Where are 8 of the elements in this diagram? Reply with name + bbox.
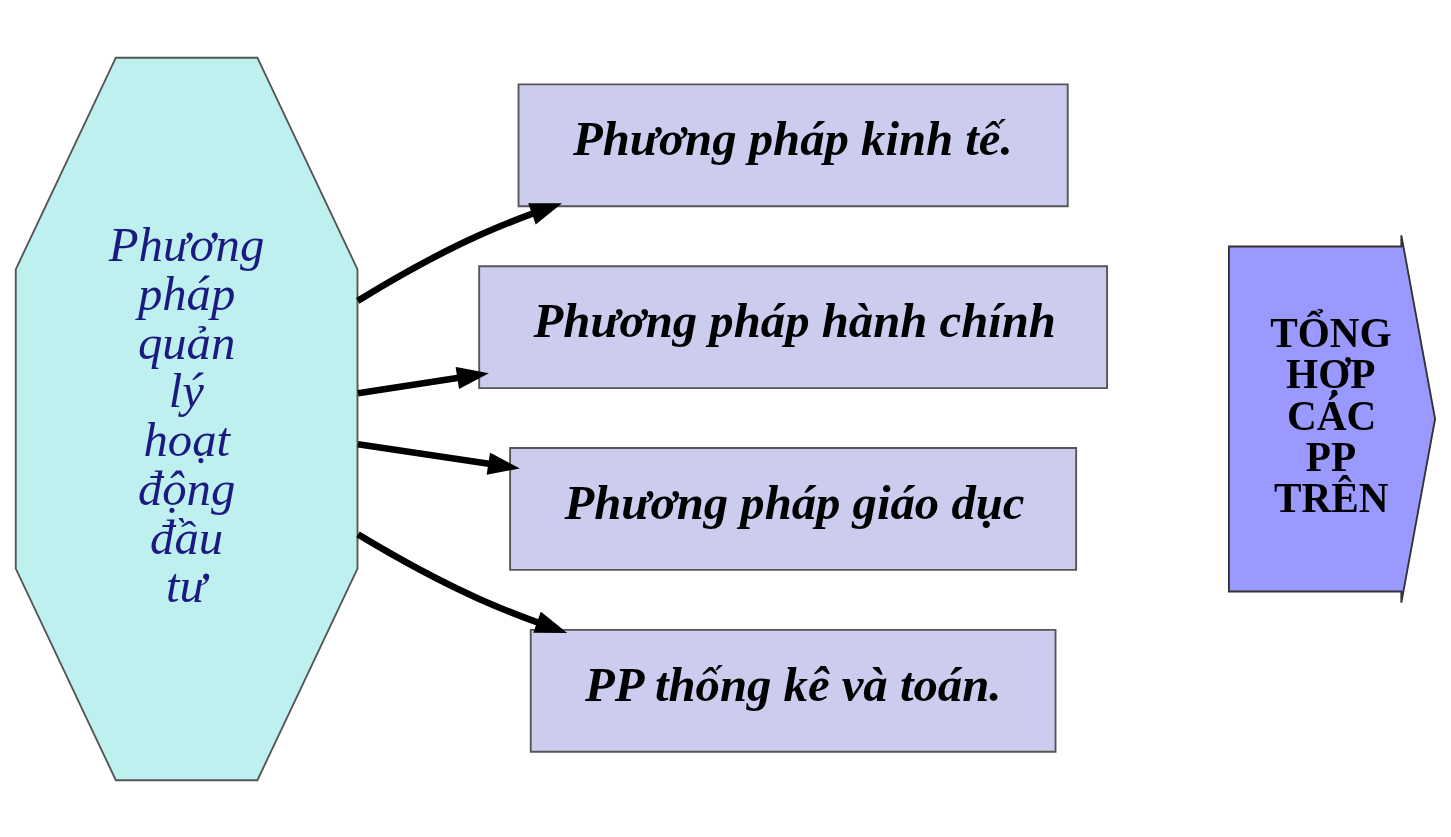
arrow (357, 440, 520, 475)
arrow (356, 202, 563, 304)
node-box: Phương pháp hành chính (478, 264, 1108, 389)
node-box: PP thống kê và toán. (529, 628, 1057, 753)
node-box: Phương pháp giáo dục (509, 446, 1078, 571)
arrow (357, 366, 489, 396)
arrow (356, 531, 568, 633)
node-box: Phương pháp kinh tế. (517, 83, 1069, 207)
